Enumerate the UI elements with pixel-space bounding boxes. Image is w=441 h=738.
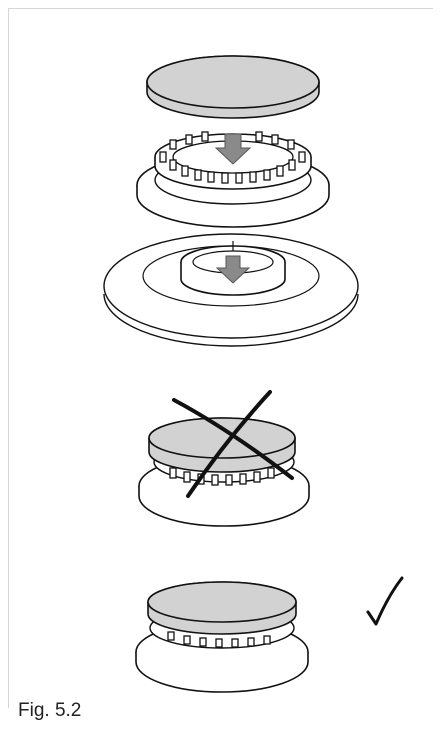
check-icon (368, 578, 402, 624)
cap-placement-step (137, 56, 329, 227)
correct-fit-step (136, 578, 402, 692)
incorrect-fit-step (139, 392, 309, 526)
crown-placement-step (104, 234, 358, 346)
figure-caption: Fig. 5.2 (18, 700, 81, 722)
